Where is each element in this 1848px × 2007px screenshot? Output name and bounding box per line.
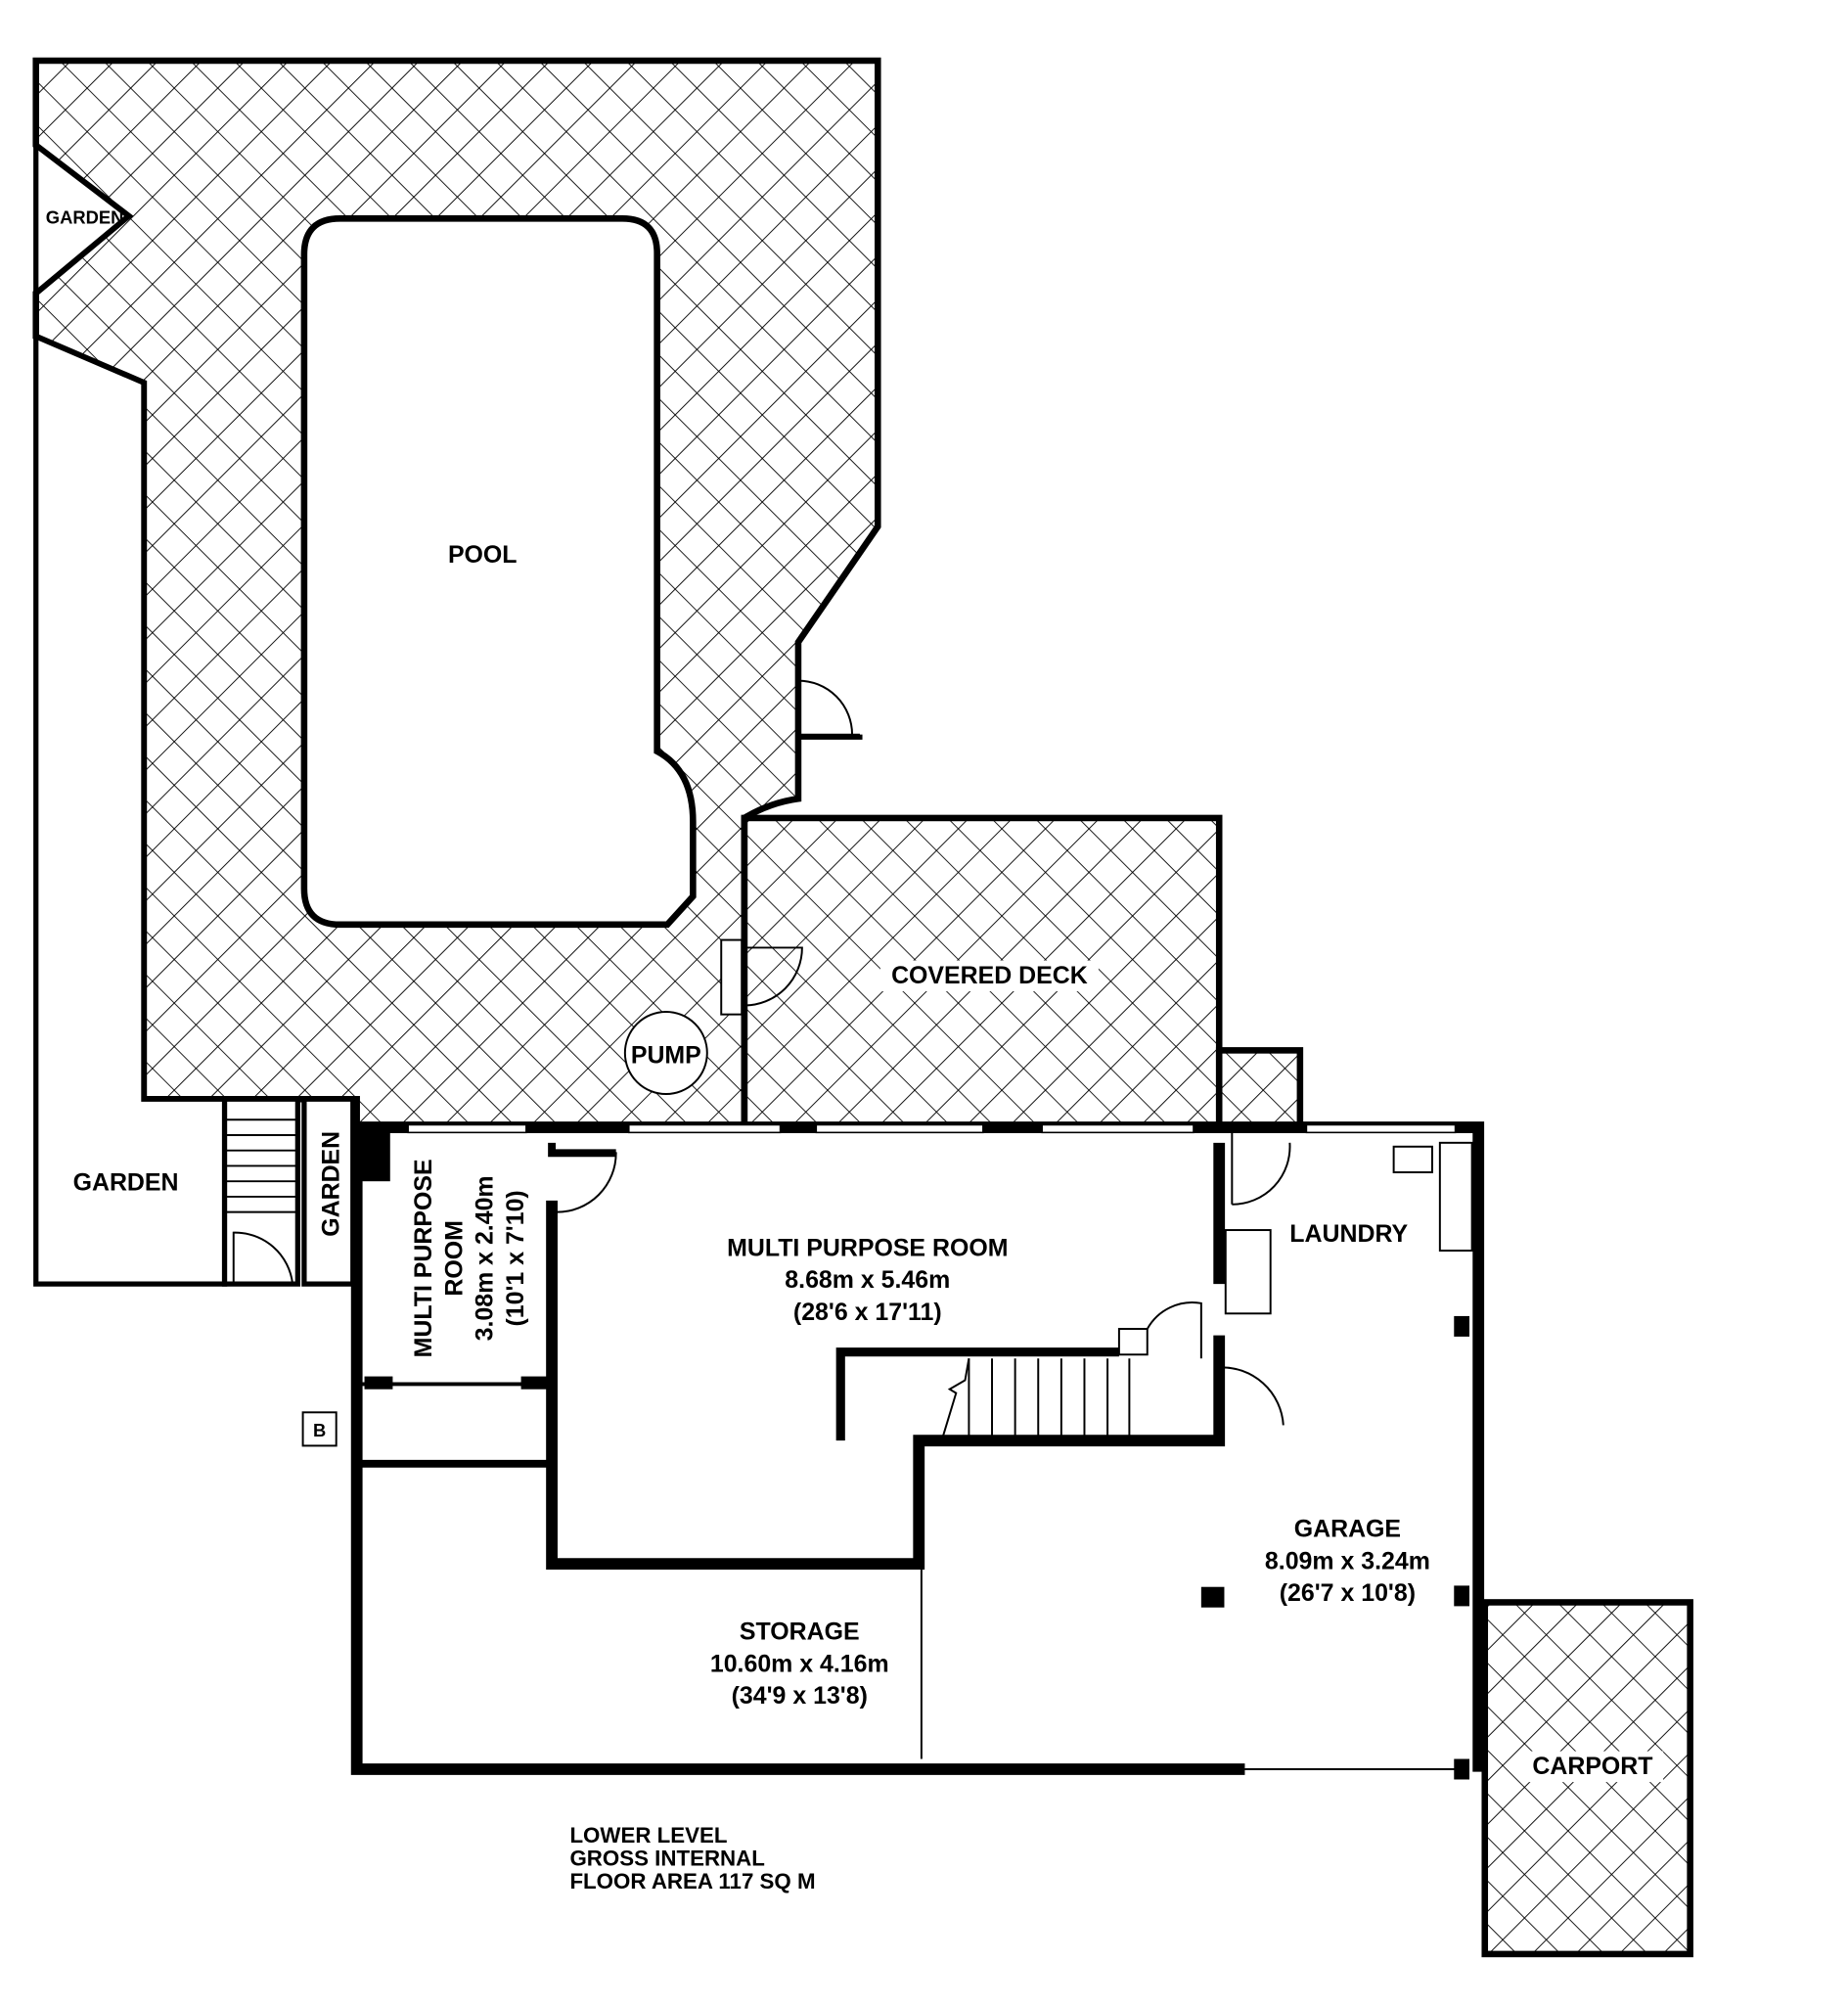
garden-small-area [301,1096,356,1287]
label-garage-metric: 8.09m x 3.24m [1265,1547,1430,1574]
label-mp-small-metric: 3.08m x 2.40m [472,1175,499,1341]
garden-top-left-area [33,140,133,299]
label-mp-small-name1: MULTI PURPOSE [410,1159,437,1357]
deck-extension [1215,1047,1304,1131]
label-garden-top-left: GARDEN [46,207,124,228]
external-stairs [221,1096,300,1287]
label-carport: CARPORT [1532,1753,1652,1780]
label-mp-small-imperial: (10'1 x 7'10) [502,1190,529,1326]
label-pump: PUMP [631,1041,701,1069]
label-covered-deck: COVERED DECK [891,962,1088,989]
label-garden-small: GARDEN [317,1131,344,1237]
footer-line1: LOWER LEVEL [569,1823,727,1847]
footer-line3: FLOOR AREA 117 SQ M [569,1869,815,1893]
footer-line2: GROSS INTERNAL [569,1846,764,1870]
label-mp-small-name2: ROOM [440,1220,468,1296]
label-laundry: LAUNDRY [1289,1220,1408,1248]
label-storage-metric: 10.60m x 4.16m [710,1650,889,1677]
marker-b-box [301,1411,338,1447]
label-garden-left: GARDEN [73,1168,179,1196]
label-mp-room-imperial: (28'6 x 17'11) [793,1299,942,1326]
label-mp-room-metric: 8.68m x 5.46m [785,1266,950,1294]
label-storage-name: STORAGE [740,1618,860,1645]
label-garage-name: GARAGE [1294,1516,1401,1543]
pump [623,1011,708,1095]
pool [300,215,697,929]
pool-gate [796,679,860,736]
label-storage-imperial: (34'9 x 13'8) [732,1682,868,1710]
label-garage-imperial: (26'7 x 10'8) [1280,1579,1416,1607]
label-mp-room-name: MULTI PURPOSE ROOM [727,1234,1008,1261]
label-pool: POOL [448,541,518,569]
label-marker-b: B [313,1420,326,1440]
